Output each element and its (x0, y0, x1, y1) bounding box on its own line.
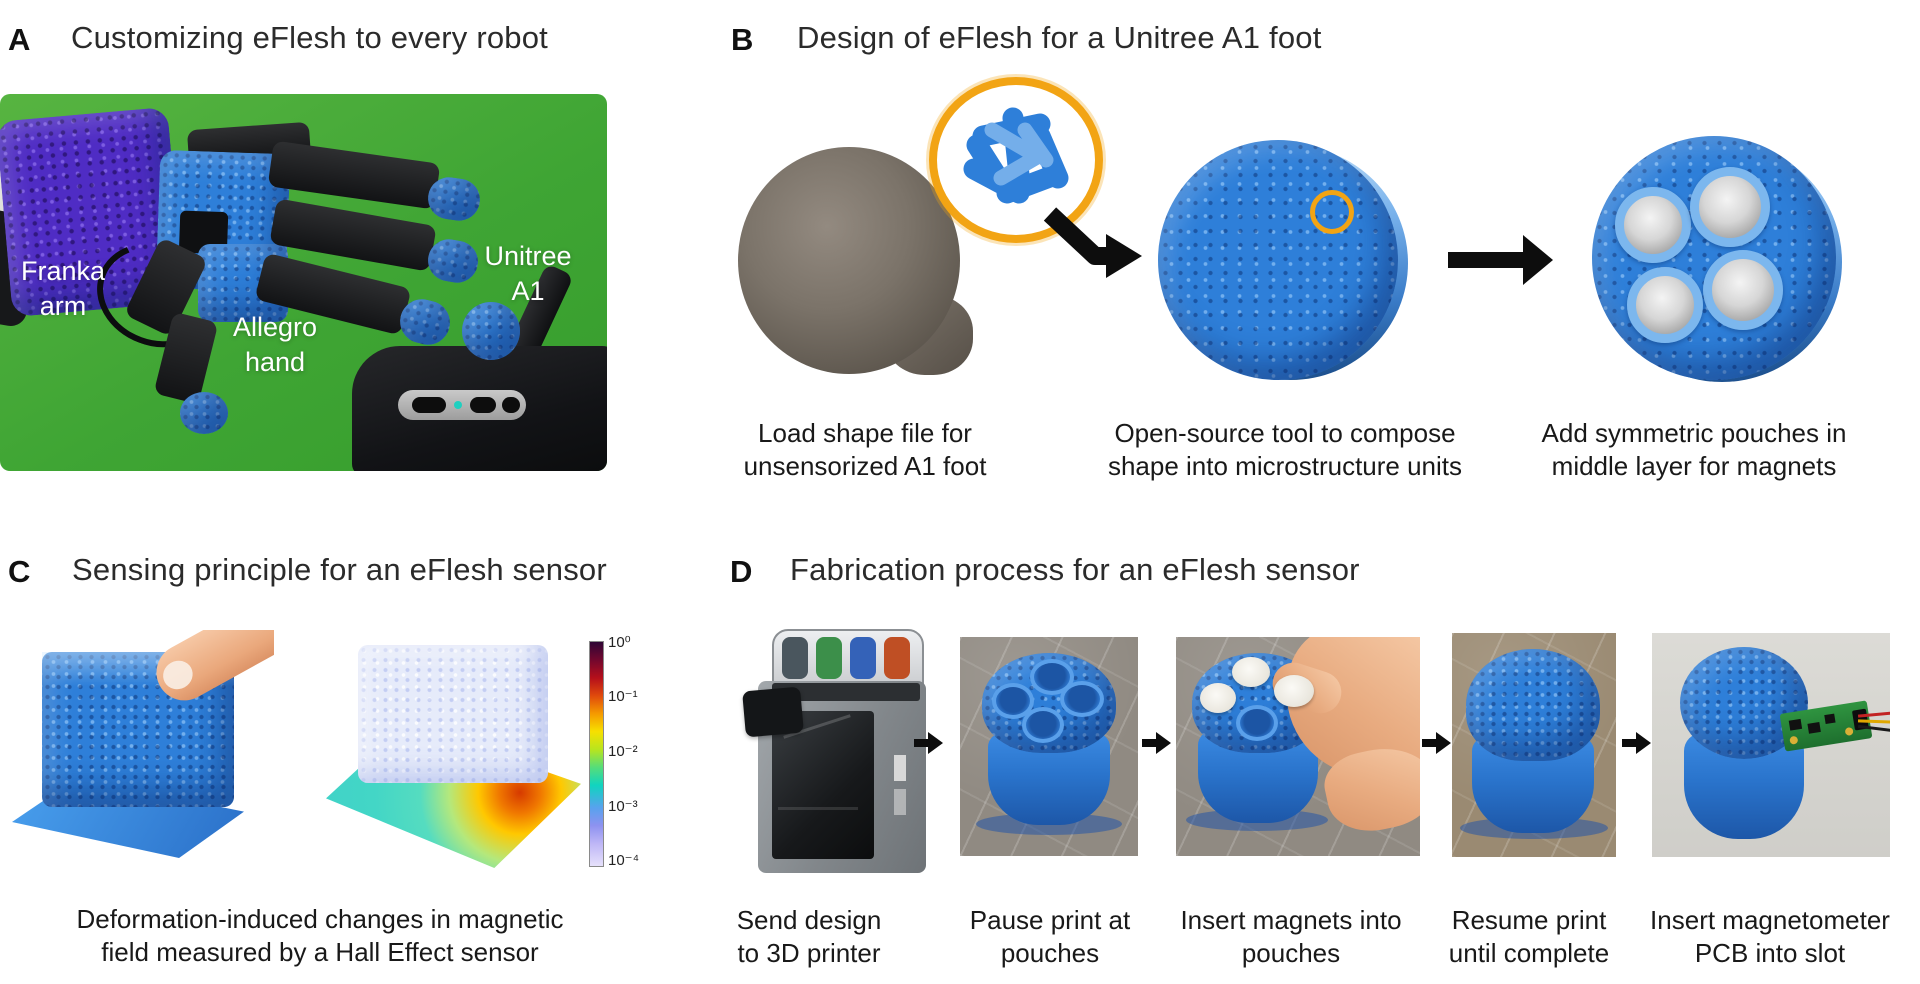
panel-a-title: Customizing eFlesh to every robot (71, 20, 548, 55)
magnet-pouch-empty (1022, 707, 1064, 743)
a1-foot-shape (738, 147, 960, 374)
printer-image (742, 627, 940, 879)
magnet-pouch (1615, 187, 1691, 263)
camera-strip (398, 390, 526, 420)
finger-bar (267, 140, 441, 210)
filament-spool (850, 637, 876, 679)
unitree-head (352, 346, 607, 471)
panel-a-label: A (8, 22, 31, 57)
filament-spool (816, 637, 842, 679)
step-caption: Send design to 3D printer (736, 905, 882, 968)
filament-spool (884, 637, 910, 679)
sensor-lattice-cap (1466, 649, 1600, 761)
colorbar-tick-label: 10⁻¹ (608, 688, 638, 705)
insert-pcb-photo (1652, 633, 1890, 857)
panel-a-photo: Franka arm Allegro hand Unitree A1 (0, 94, 607, 471)
microstructured-sphere (1158, 140, 1398, 380)
step-caption: Add symmetric pouches in middle layer fo… (1541, 418, 1847, 481)
magnet-disc (1200, 683, 1236, 713)
printer-screen (742, 686, 804, 738)
panel-c-title: Sensing principle for an eFlesh sensor (72, 552, 607, 587)
photo-label-franka: Franka arm (20, 256, 106, 321)
eflesh-thumbtip (180, 392, 228, 434)
pcb-pad (1789, 735, 1799, 745)
camera-lens-icon (502, 397, 520, 413)
colorbar-tick-label: 10⁻⁴ (608, 852, 640, 869)
arrow-right-icon (914, 739, 928, 747)
insert-magnets-photo (1176, 637, 1420, 856)
eflesh-fingertip (425, 174, 483, 224)
pressed-cube-photo (12, 630, 274, 862)
arrow-down-right-icon (1043, 207, 1142, 278)
magnet-pouch (1627, 267, 1703, 343)
step-caption: Insert magnetometer PCB into slot (1650, 905, 1890, 968)
pcb-chip (1807, 722, 1821, 734)
step-caption: Resume print until complete (1448, 905, 1610, 968)
printer-top-vent (772, 683, 920, 701)
pcb-pad (1844, 726, 1854, 737)
window-reflection (778, 807, 858, 810)
colorbar-tick-label: 10⁰ (608, 634, 631, 651)
colorbar (589, 641, 604, 867)
panel-d-title: Fabrication process for an eFlesh sensor (790, 552, 1360, 587)
filament-unit (772, 629, 924, 689)
microstructure-unit-inset (929, 77, 1103, 243)
simulation-render (326, 645, 581, 870)
status-led-icon (454, 401, 462, 409)
magnet-pouch (1690, 167, 1770, 247)
panel-b-title: Design of eFlesh for a Unitree A1 foot (797, 20, 1322, 55)
panel-c-caption: Deformation-induced changes in magnetic … (76, 904, 564, 967)
simulated-cube (358, 645, 548, 783)
pcb-chip (1824, 713, 1836, 725)
pcb-chip (1788, 718, 1803, 731)
pause-print-photo (960, 637, 1138, 856)
printer-window (772, 711, 874, 859)
magnet-pouch-empty (1060, 681, 1104, 717)
colorbar-tick-label: 10⁻² (608, 743, 638, 760)
sensor-lattice-cap (1680, 647, 1808, 759)
magnet-disc-held (1274, 675, 1314, 707)
step-caption: Insert magnets into pouches (1180, 905, 1402, 968)
filament-spool (782, 637, 808, 679)
eflesh-a1-foot (462, 302, 520, 360)
microstructure-unit-render (963, 107, 1069, 204)
resume-print-photo (1452, 633, 1616, 857)
photo-label-unitree: Unitree A1 (484, 241, 572, 306)
magnet-pouch-empty (1236, 705, 1278, 741)
step-caption: Load shape file for unsensorized A1 foot (743, 418, 987, 481)
magnet-pouch (1703, 250, 1783, 330)
arrow-right-icon (1622, 739, 1636, 747)
arrow-right-icon (1142, 739, 1156, 747)
arrow-right-icon (1422, 739, 1436, 747)
brand-logo (894, 755, 906, 781)
unit-highlight-ring (1310, 190, 1354, 234)
camera-lens-icon (412, 397, 446, 413)
camera-lens-icon (470, 397, 496, 413)
step-caption: Open-source tool to compose shape into m… (1107, 418, 1463, 481)
step-caption: Pause print at pouches (969, 905, 1131, 968)
arrow-right-icon (1448, 252, 1523, 268)
panel-c-label: C (8, 554, 31, 589)
fingernail (157, 655, 198, 695)
colorbar-tick-label: 10⁻³ (608, 798, 638, 815)
photo-label-allegro: Allegro hand (232, 312, 318, 377)
magnet-disc (1232, 657, 1270, 687)
panel-d-label: D (730, 554, 753, 589)
panel-b-label: B (731, 22, 754, 57)
